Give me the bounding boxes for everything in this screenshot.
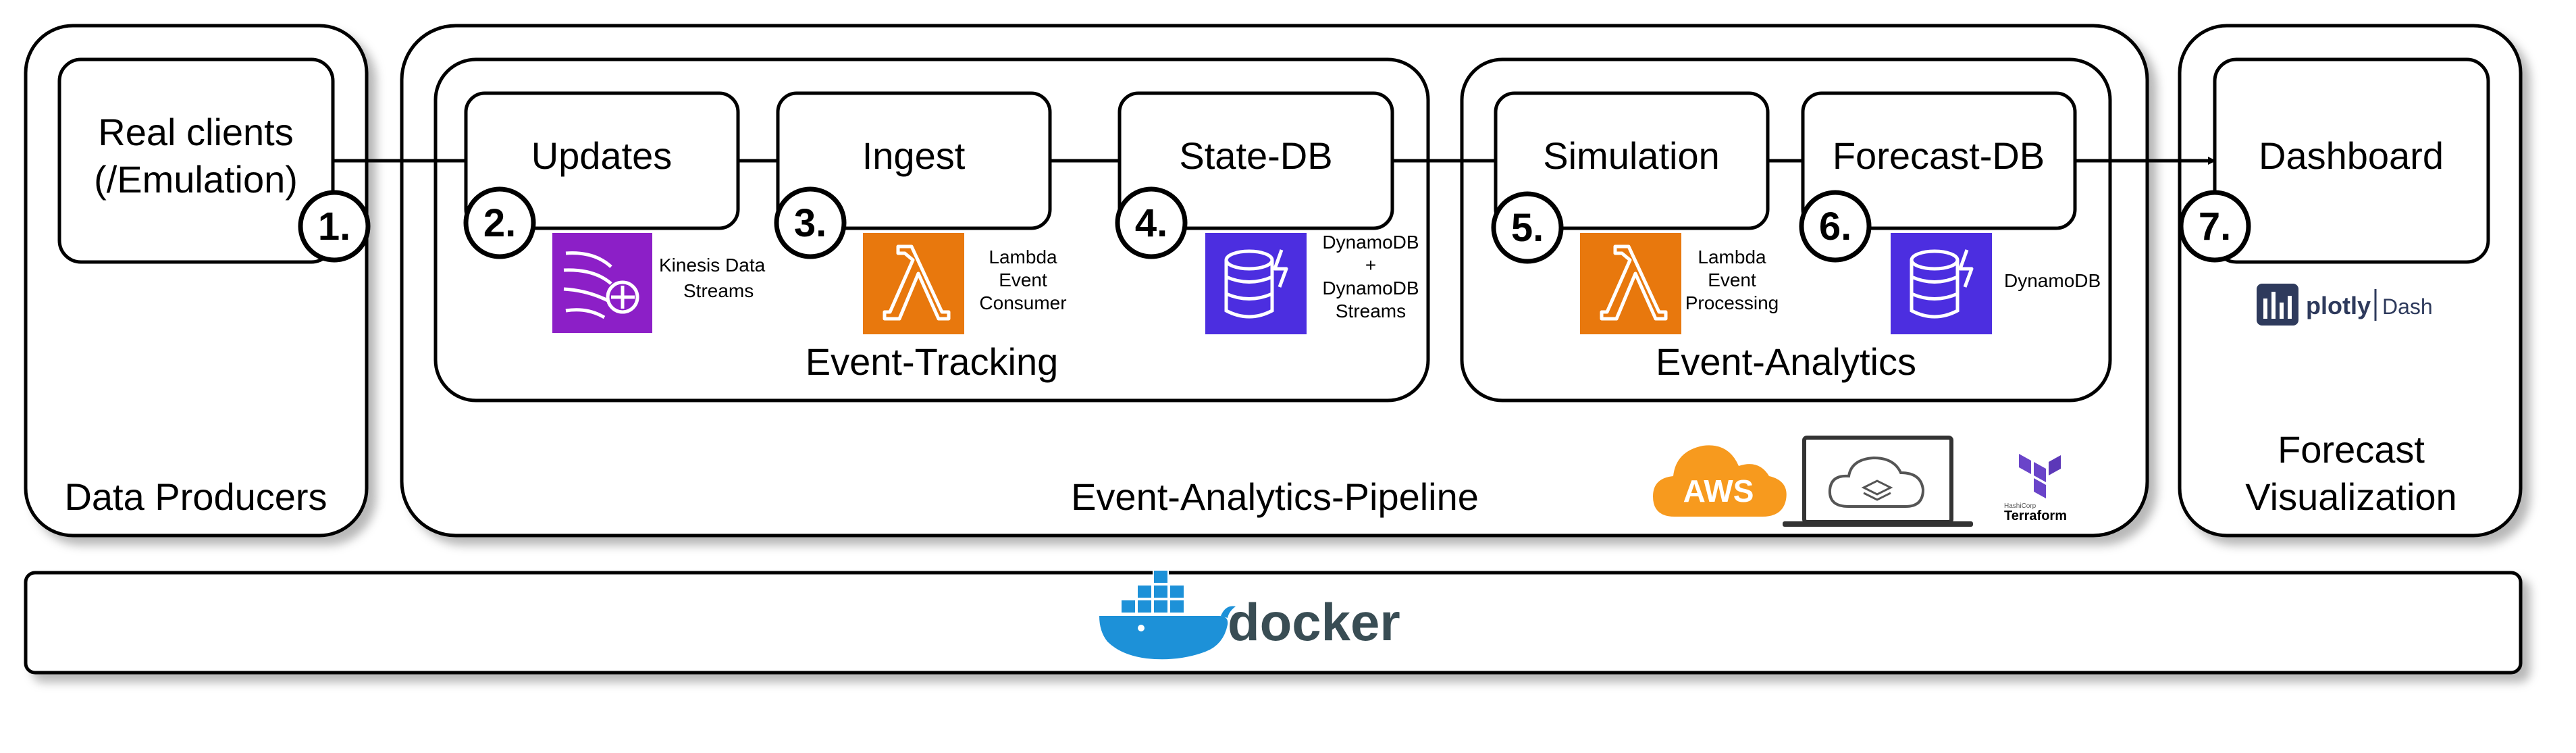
step-badge-7-label: 7. bbox=[2199, 205, 2231, 249]
state-db-node bbox=[1118, 91, 1394, 230]
event-analytics-label: Event-Analytics bbox=[1656, 340, 1916, 383]
dynamodb-streams-label-line3: DynamoDB bbox=[1322, 278, 1419, 298]
step-badge-7: 7. bbox=[2178, 190, 2251, 263]
kinesis-data-streams-icon bbox=[552, 233, 652, 333]
terraform-logo: HashiCorp Terraform bbox=[2004, 454, 2067, 523]
forecast-db-node bbox=[1801, 91, 2077, 230]
data-producers-label: Data Producers bbox=[64, 475, 327, 518]
real-clients-node bbox=[57, 57, 335, 264]
forecast-visualization-label-line2: Visualization bbox=[2245, 475, 2456, 518]
dynamodb-icon bbox=[1205, 233, 1307, 334]
pipeline-label: Event-Analytics-Pipeline bbox=[1071, 475, 1479, 518]
step-badge-1-label: 1. bbox=[318, 205, 350, 249]
dash-text: Dash bbox=[2382, 294, 2433, 319]
docker-whale-icon bbox=[1099, 569, 1236, 660]
dashboard-node bbox=[2213, 57, 2490, 264]
plotly-dash-logo: plotly Dash bbox=[2257, 284, 2433, 326]
step-badge-4: 4. bbox=[1115, 186, 1188, 259]
step-badge-5-label: 5. bbox=[1511, 206, 1544, 250]
docker-bar bbox=[24, 571, 2523, 675]
docker-text: docker bbox=[1228, 592, 1400, 652]
cloud-laptop-icon bbox=[1783, 436, 1973, 527]
lambda-icon bbox=[1580, 233, 1681, 334]
aws-text: AWS bbox=[1683, 473, 1754, 509]
dynamodb-streams-label-line2: + bbox=[1365, 255, 1376, 276]
ingest-label: Ingest bbox=[862, 134, 966, 177]
real-clients-label-line2: (/Emulation) bbox=[94, 158, 298, 201]
step-badge-4-label: 4. bbox=[1135, 201, 1167, 245]
real-clients-label-line1: Real clients bbox=[98, 111, 293, 153]
terraform-text: Terraform bbox=[2004, 509, 2067, 523]
forecast-visualization-label-line1: Forecast bbox=[2278, 428, 2425, 471]
kinesis-label-line1: Kinesis Data bbox=[659, 255, 766, 276]
lambda-consumer-label-line3: Consumer bbox=[979, 292, 1066, 313]
lambda-processing-label-line1: Lambda bbox=[1698, 246, 1766, 267]
plotly-text: plotly bbox=[2306, 292, 2371, 319]
lambda-processing-label-line2: Event bbox=[1708, 269, 1756, 290]
step-badge-2: 2. bbox=[463, 186, 536, 259]
step-badge-3: 3. bbox=[774, 186, 847, 259]
simulation-label: Simulation bbox=[1543, 134, 1719, 177]
dynamodb-streams-label-line1: DynamoDB bbox=[1322, 232, 1419, 253]
forecast-db-label: Forecast-DB bbox=[1833, 134, 2045, 177]
step-badge-6-label: 6. bbox=[1819, 205, 1851, 249]
aws-logo: AWS bbox=[1653, 445, 1787, 517]
simulation-node bbox=[1494, 91, 1770, 230]
dynamodb-label: DynamoDB bbox=[2004, 270, 2101, 291]
step-badge-3-label: 3. bbox=[794, 201, 826, 245]
updates-label: Updates bbox=[531, 134, 673, 177]
lambda-icon bbox=[863, 233, 964, 334]
updates-node bbox=[464, 91, 740, 230]
ingest-node bbox=[776, 91, 1052, 230]
step-badge-5: 5. bbox=[1491, 191, 1564, 264]
step-badge-6: 6. bbox=[1799, 190, 1872, 263]
dynamodb-streams-label-line4: Streams bbox=[1336, 301, 1406, 321]
step-badge-1: 1. bbox=[298, 190, 371, 263]
state-db-label: State-DB bbox=[1179, 134, 1332, 177]
step-badge-2-label: 2. bbox=[483, 201, 516, 245]
lambda-consumer-label-line2: Event bbox=[999, 269, 1047, 290]
dashboard-label: Dashboard bbox=[2259, 134, 2444, 177]
lambda-processing-label-line3: Processing bbox=[1685, 292, 1779, 313]
terraform-small-text: HashiCorp bbox=[2004, 502, 2036, 510]
event-tracking-label: Event-Tracking bbox=[806, 340, 1059, 383]
kinesis-label-line2: Streams bbox=[683, 280, 754, 301]
lambda-consumer-label-line1: Lambda bbox=[989, 246, 1057, 267]
dynamodb-icon bbox=[1891, 233, 1992, 334]
